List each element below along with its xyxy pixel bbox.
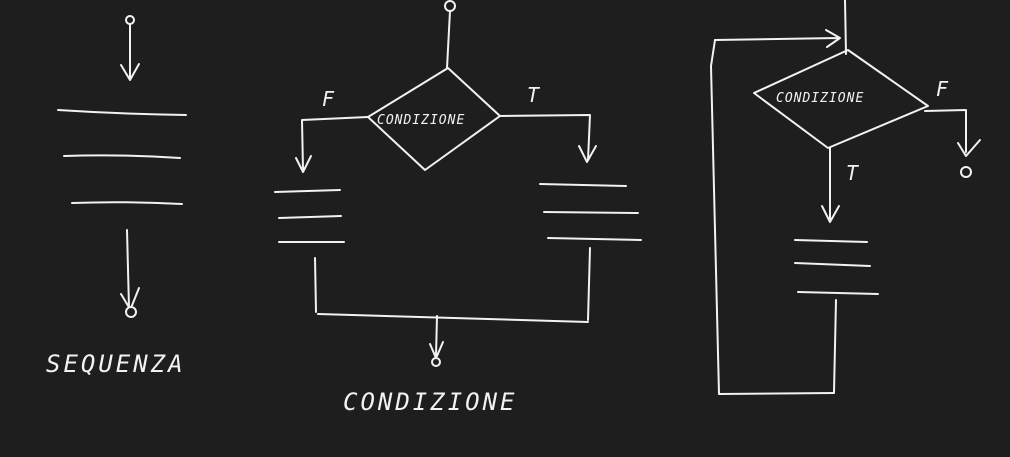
sequence-exit-arrow [120, 229, 140, 310]
selection-true-step-1 [539, 183, 627, 187]
loop-body-exit-line [833, 299, 837, 393]
selection-end-node [431, 357, 441, 367]
loop-diagram: CONDIZIONE F T [710, 0, 981, 395]
selection-false-exit-line [314, 257, 317, 313]
selection-false-step-2 [278, 215, 342, 219]
loop-body-step-2 [794, 262, 871, 267]
selection-true-step-3 [547, 237, 642, 241]
sequence-step-3 [71, 201, 183, 205]
loop-condition-text: CONDIZIONE [776, 91, 864, 106]
sequence-caption: SEQUENZA [46, 350, 186, 378]
sequence-start-node [125, 15, 135, 25]
selection-diagram: CONDIZIONE F T CONDIZIONE [274, 0, 642, 416]
selection-true-label: T [527, 83, 541, 107]
selection-true-step-2 [543, 211, 639, 214]
sequence-entry-arrow [120, 23, 140, 81]
selection-true-exit-line [587, 247, 591, 321]
selection-condition-text: CONDIZIONE [377, 113, 465, 128]
loop-return-arrow [714, 29, 841, 48]
sequence-step-2 [63, 154, 181, 159]
loop-entry-line [844, 0, 847, 55]
loop-decision-diamond [753, 49, 929, 149]
selection-caption: CONDIZIONE [343, 388, 518, 416]
loop-true-branch-arrow [821, 147, 840, 223]
loop-body-step-3 [797, 291, 879, 295]
sequence-end-node [125, 306, 137, 318]
selection-entry-line [446, 10, 451, 69]
selection-exit-arrow [429, 315, 444, 359]
selection-false-label: F [322, 87, 335, 111]
selection-merge-line [317, 313, 589, 323]
selection-false-step-1 [274, 189, 341, 193]
selection-decision-diamond [367, 67, 501, 171]
selection-false-branch-arrow [295, 116, 369, 173]
sequence-step-1 [57, 109, 187, 116]
loop-false-branch-arrow [924, 109, 981, 157]
loop-back-path [710, 39, 835, 395]
selection-start-node [444, 0, 456, 12]
selection-true-branch-arrow [499, 114, 597, 163]
loop-false-label: F [936, 77, 949, 101]
loop-true-label: T [846, 161, 860, 185]
loop-body-step-1 [794, 239, 868, 243]
loop-end-node [960, 166, 972, 178]
sequence-diagram: SEQUENZA [46, 15, 187, 378]
